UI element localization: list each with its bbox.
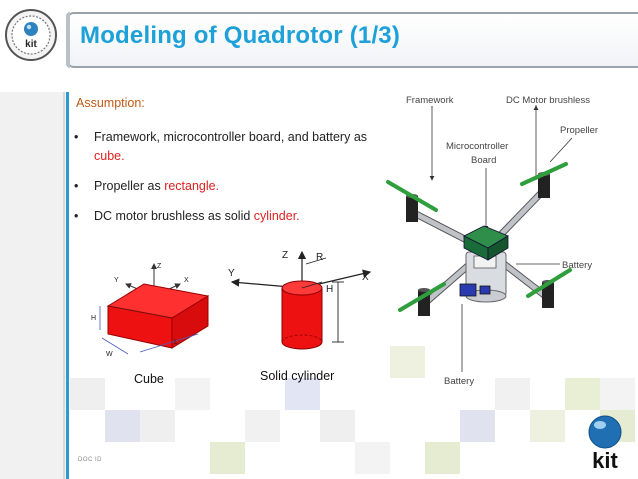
battery-label-right: Battery [562, 260, 592, 271]
cylinder-diagram: R H Z Y X [228, 250, 372, 350]
microcontroller-label: Microcontroller [446, 141, 508, 152]
title-bar-accent [66, 12, 70, 68]
list-item: • Framework, microcontroller board, and … [74, 130, 368, 163]
title-bar [66, 12, 638, 68]
doc-id: DOC ID [78, 457, 102, 463]
cylinder-body [281, 287, 323, 350]
list-item: • Propeller as rectangle. [74, 177, 374, 196]
propeller-label: Propeller [560, 125, 598, 136]
cylinder-h-label: H [326, 284, 333, 295]
bullet-marker: • [74, 130, 79, 144]
cube-z-label: Z [157, 263, 162, 270]
motor-front-left [386, 180, 438, 222]
university-seal-logo: kit [5, 9, 57, 61]
framework-label: Framework [406, 95, 454, 106]
highlight-cylinder: cylinder [253, 209, 297, 223]
motor-rear-right [526, 268, 572, 308]
battery-block [459, 283, 477, 297]
assumption-list: • Framework, microcontroller board, and … [74, 128, 374, 237]
seal-logo-text: kit [25, 39, 37, 50]
cube-l-label: L [174, 339, 178, 346]
slide-title: Modeling of Quadrotor (1/3) [80, 22, 401, 49]
bullet-marker: • [74, 179, 79, 193]
cube-h-label: H [91, 315, 96, 322]
dc-motor-label: DC Motor brushless [506, 95, 590, 106]
highlight-rectangle: rectangle [164, 179, 216, 193]
cylinder-x-label: X [362, 272, 369, 283]
kit-logo-text: kit [592, 448, 618, 473]
cylinder-y-label: Y [228, 268, 235, 279]
cube-side-face [171, 295, 209, 349]
central-body [459, 225, 509, 303]
cube-w-label: W [106, 351, 113, 358]
list-item: • DC motor brushless as solid cylinder. [74, 207, 374, 226]
cube-diagram: Z Y X H W L [91, 263, 210, 358]
cube-y-label: Y [114, 277, 119, 284]
bullet-marker: • [74, 209, 79, 223]
microcontroller-label-board: Board [471, 155, 496, 166]
quadrotor-diagram: Framework DC Motor brushless Propeller M… [386, 95, 598, 387]
highlight-cube: cube [94, 149, 122, 163]
left-divider-blue [66, 92, 69, 479]
left-divider-gray [63, 92, 65, 479]
cylinder-caption: Solid cylinder [260, 369, 335, 383]
cylinder-r-label: R [316, 252, 323, 263]
cylinder-z-label: Z [282, 250, 288, 261]
assumption-label: Assumption: [76, 96, 145, 110]
kit-logo: kit [588, 415, 622, 473]
motor-front-right [520, 162, 568, 198]
cube-x-label: X [184, 277, 189, 284]
battery-label-bottom: Battery [444, 376, 474, 387]
cube-caption: Cube [134, 372, 164, 386]
left-decor-strip [0, 92, 66, 479]
motor-rear-left [398, 282, 446, 316]
